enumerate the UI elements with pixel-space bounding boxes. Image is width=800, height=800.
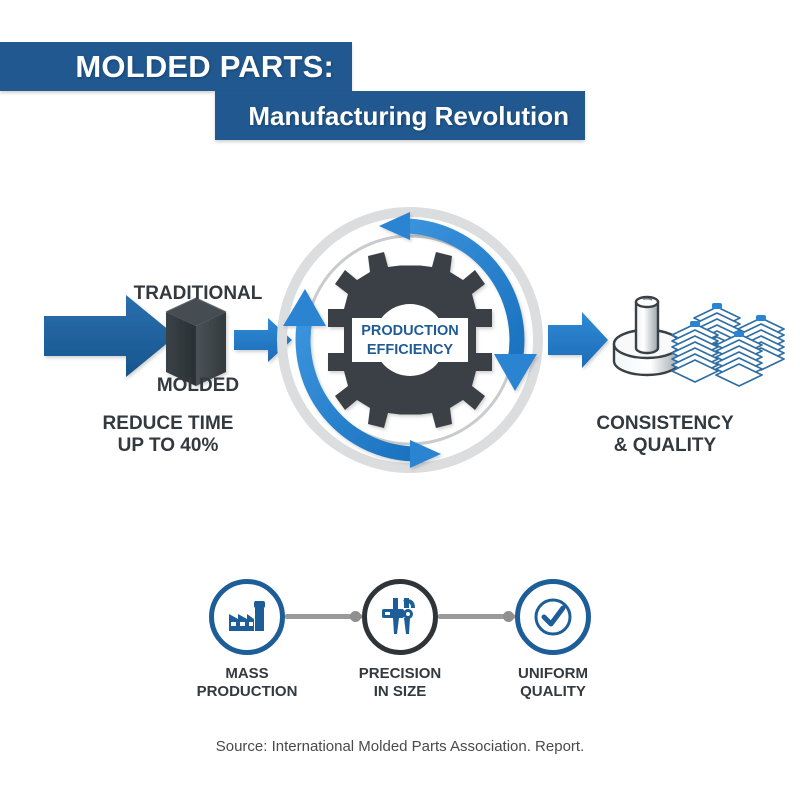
title-bar-secondary: Manufacturing Revolution: [215, 91, 585, 140]
connector-dot-2: [503, 611, 514, 622]
label-traditional: TRADITIONAL: [133, 283, 263, 304]
molded-box-icon: [165, 297, 227, 386]
factory-icon: [209, 579, 285, 655]
check-circle-icon: [515, 579, 591, 655]
label-molded: MOLDED: [156, 375, 240, 396]
page-subtitle: Manufacturing Revolution: [248, 100, 569, 131]
step-label-2: PRECISION IN SIZE: [358, 665, 442, 700]
process-diagram: PRODUCTION EFFICIENCY: [44, 207, 785, 473]
source-note: Source: International Molded Parts Assoc…: [215, 738, 585, 755]
gear-label-line1: PRODUCTION: [361, 323, 458, 339]
gear-icon: [328, 252, 492, 428]
caliper-icon: [362, 579, 438, 655]
step-ring-3: [515, 579, 591, 655]
caption-reduce-time: REDUCE TIME UP TO 40%: [102, 413, 234, 457]
step-precision-in-size[interactable]: PRECISION IN SIZE: [359, 579, 441, 700]
gear-label-line2: EFFICIENCY: [367, 342, 454, 358]
page-title: MOLDED PARTS:: [75, 49, 334, 84]
thick-right-arrow-icon: [44, 295, 176, 377]
gear-label: PRODUCTION EFFICIENCY: [361, 323, 458, 358]
step-label-1: MASS PRODUCTION: [196, 665, 298, 700]
steps-row: MASS PRODUCTION PRECISION IN SIZE: [190, 578, 610, 728]
curved-arrow-counterclockwise-icon: [283, 289, 441, 468]
curved-arrow-clockwise-icon: [379, 212, 537, 391]
right-arrow-icon-right: [548, 312, 608, 368]
connector-line-2: [438, 614, 515, 619]
stacked-parts-icon: [671, 303, 785, 387]
machined-part-icon: [612, 295, 682, 377]
step-label-3: UNIFORM QUALITY: [518, 665, 588, 700]
step-uniform-quality[interactable]: UNIFORM QUALITY: [515, 579, 591, 700]
caption-consistency-quality: CONSISTENCY & QUALITY: [596, 413, 734, 457]
title-bar-primary: MOLDED PARTS:: [0, 42, 352, 91]
connector-line-1: [285, 614, 362, 619]
connector-dot-1: [350, 611, 361, 622]
step-mass-production[interactable]: MASS PRODUCTION: [197, 579, 297, 700]
